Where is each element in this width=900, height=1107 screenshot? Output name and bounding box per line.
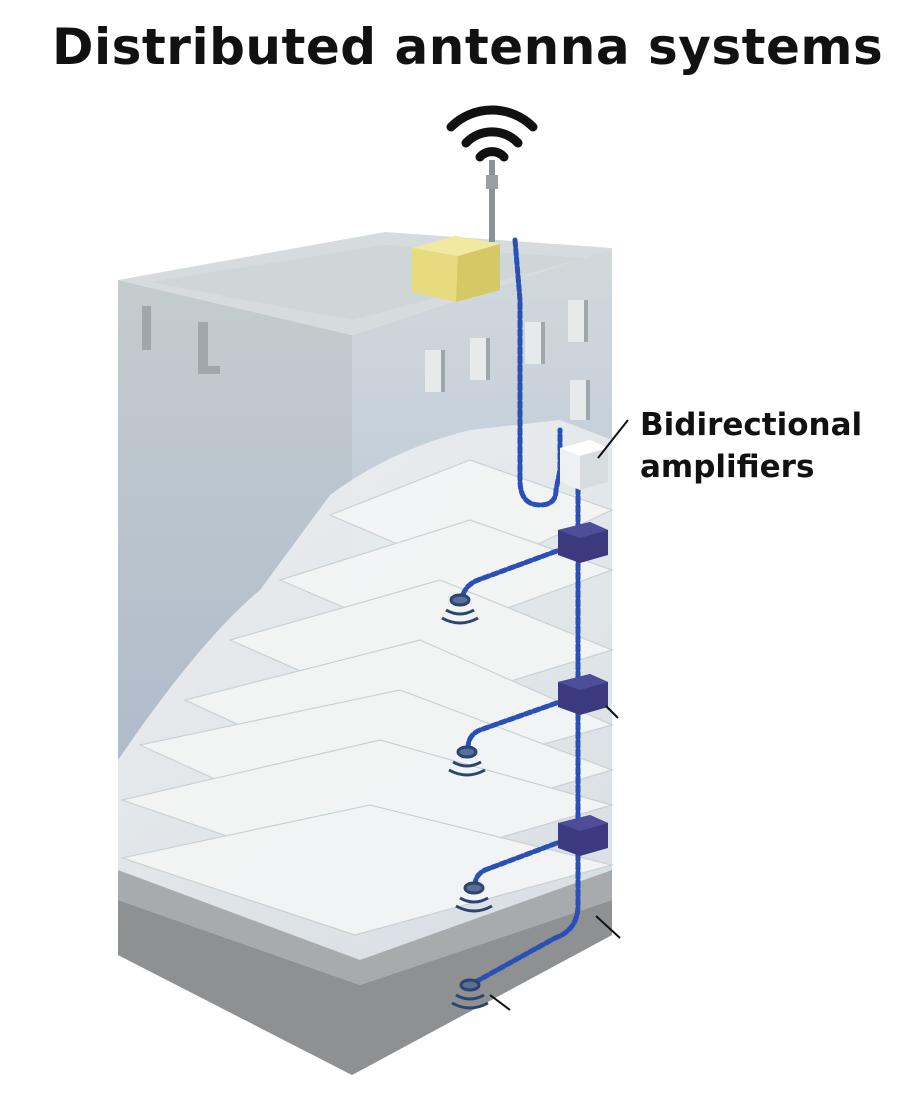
- indoor-antenna-2: [448, 745, 486, 777]
- indoor-antenna-1: [441, 593, 479, 625]
- callout-pointer: [597, 419, 629, 459]
- amplifier-floor-2: [558, 674, 608, 715]
- roof-unit: [412, 236, 500, 302]
- small-arrows: [489, 705, 621, 1011]
- left-windows: [142, 306, 220, 374]
- callout-line-2: amplifiers: [640, 449, 815, 485]
- callout-line-1: Bidirectional: [640, 407, 863, 443]
- indoor-antenna-4: [451, 978, 489, 1010]
- floor-slabs: [119, 459, 615, 936]
- coax-cable: [459, 237, 581, 988]
- amplifier-callout-label: Bidirectional amplifiers: [640, 404, 862, 488]
- right-windows: [425, 300, 590, 420]
- diagram-title: Distributed antenna systems: [52, 18, 884, 76]
- indoor-antenna-3: [455, 881, 493, 913]
- antenna-mast: [486, 160, 498, 242]
- ground-floor-top: [118, 870, 612, 985]
- ground-floor: [118, 900, 612, 1075]
- amplifier-top: [560, 440, 608, 490]
- wifi-signal-icon: [446, 105, 538, 162]
- amplifier-floor-3: [558, 815, 608, 856]
- amplifier-floor-1: [558, 522, 608, 563]
